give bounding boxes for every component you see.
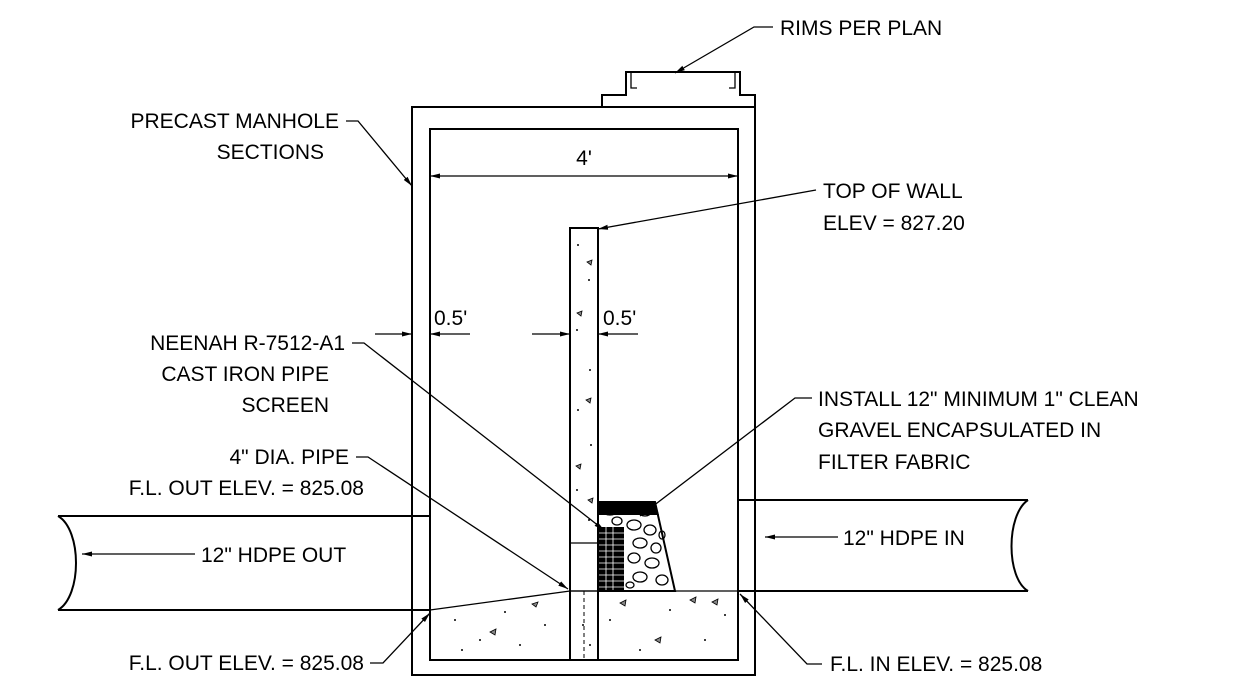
gravel-label-line2: GRAVEL ENCAPSULATED IN bbox=[818, 419, 1101, 442]
screen-label-line3: SCREEN bbox=[241, 394, 329, 417]
screen-label-line1: NEENAH R-7512-A1 bbox=[150, 332, 345, 355]
hdpe-in-label: 12" HDPE IN bbox=[843, 527, 965, 550]
wall-gap-dimension: 0.5' bbox=[532, 307, 638, 337]
hdpe-in-pipe bbox=[738, 499, 1029, 592]
left-gap-dimension: 0.5' bbox=[375, 307, 470, 337]
pipe4-label-line2: F.L. OUT ELEV. = 825.08 bbox=[129, 477, 364, 500]
top-wall-label-line1: TOP OF WALL bbox=[823, 180, 963, 203]
screen-label-line2: CAST IRON PIPE bbox=[161, 363, 329, 386]
left-gap-dimension-label: 0.5' bbox=[434, 307, 467, 330]
gravel-label-line1: INSTALL 12" MINIMUM 1" CLEAN bbox=[818, 388, 1139, 411]
width-dimension-label: 4' bbox=[576, 147, 592, 170]
top-wall-label-line2: ELEV = 827.20 bbox=[823, 212, 965, 235]
gravel-label-line3: FILTER FABRIC bbox=[818, 451, 970, 474]
weir-wall bbox=[569, 227, 599, 661]
precast-label-line2: SECTIONS bbox=[217, 141, 324, 164]
pipe4-label-line1: 4" DIA. PIPE bbox=[230, 446, 350, 469]
rims-label: RIMS PER PLAN bbox=[780, 17, 942, 40]
pipe-screen bbox=[599, 527, 624, 591]
hdpe-out-pipe bbox=[57, 515, 430, 611]
leaders bbox=[82, 26, 838, 665]
gravel-fill bbox=[597, 501, 677, 592]
rim-frame bbox=[601, 71, 756, 107]
fl-out-label: F.L. OUT ELEV. = 825.08 bbox=[129, 652, 364, 675]
width-dimension: 4' bbox=[430, 147, 738, 179]
hdpe-out-label: 12" HDPE OUT bbox=[201, 544, 346, 567]
manhole-structure bbox=[411, 106, 756, 676]
precast-label-line1: PRECAST MANHOLE bbox=[131, 110, 340, 133]
wall-gap-dimension-label: 0.5' bbox=[603, 307, 636, 330]
fl-in-label: F.L. IN ELEV. = 825.08 bbox=[830, 653, 1042, 676]
